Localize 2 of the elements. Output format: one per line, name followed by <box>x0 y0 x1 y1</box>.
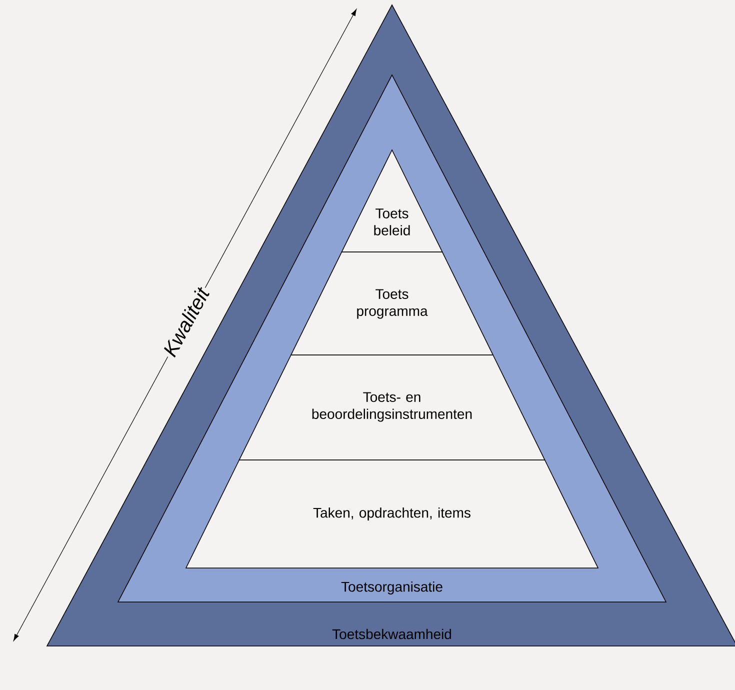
pyramid-band: Taken, opdrachten, items <box>185 460 599 568</box>
pyramid-band: Toets- en beoordelingsinstrumenten <box>238 354 546 460</box>
